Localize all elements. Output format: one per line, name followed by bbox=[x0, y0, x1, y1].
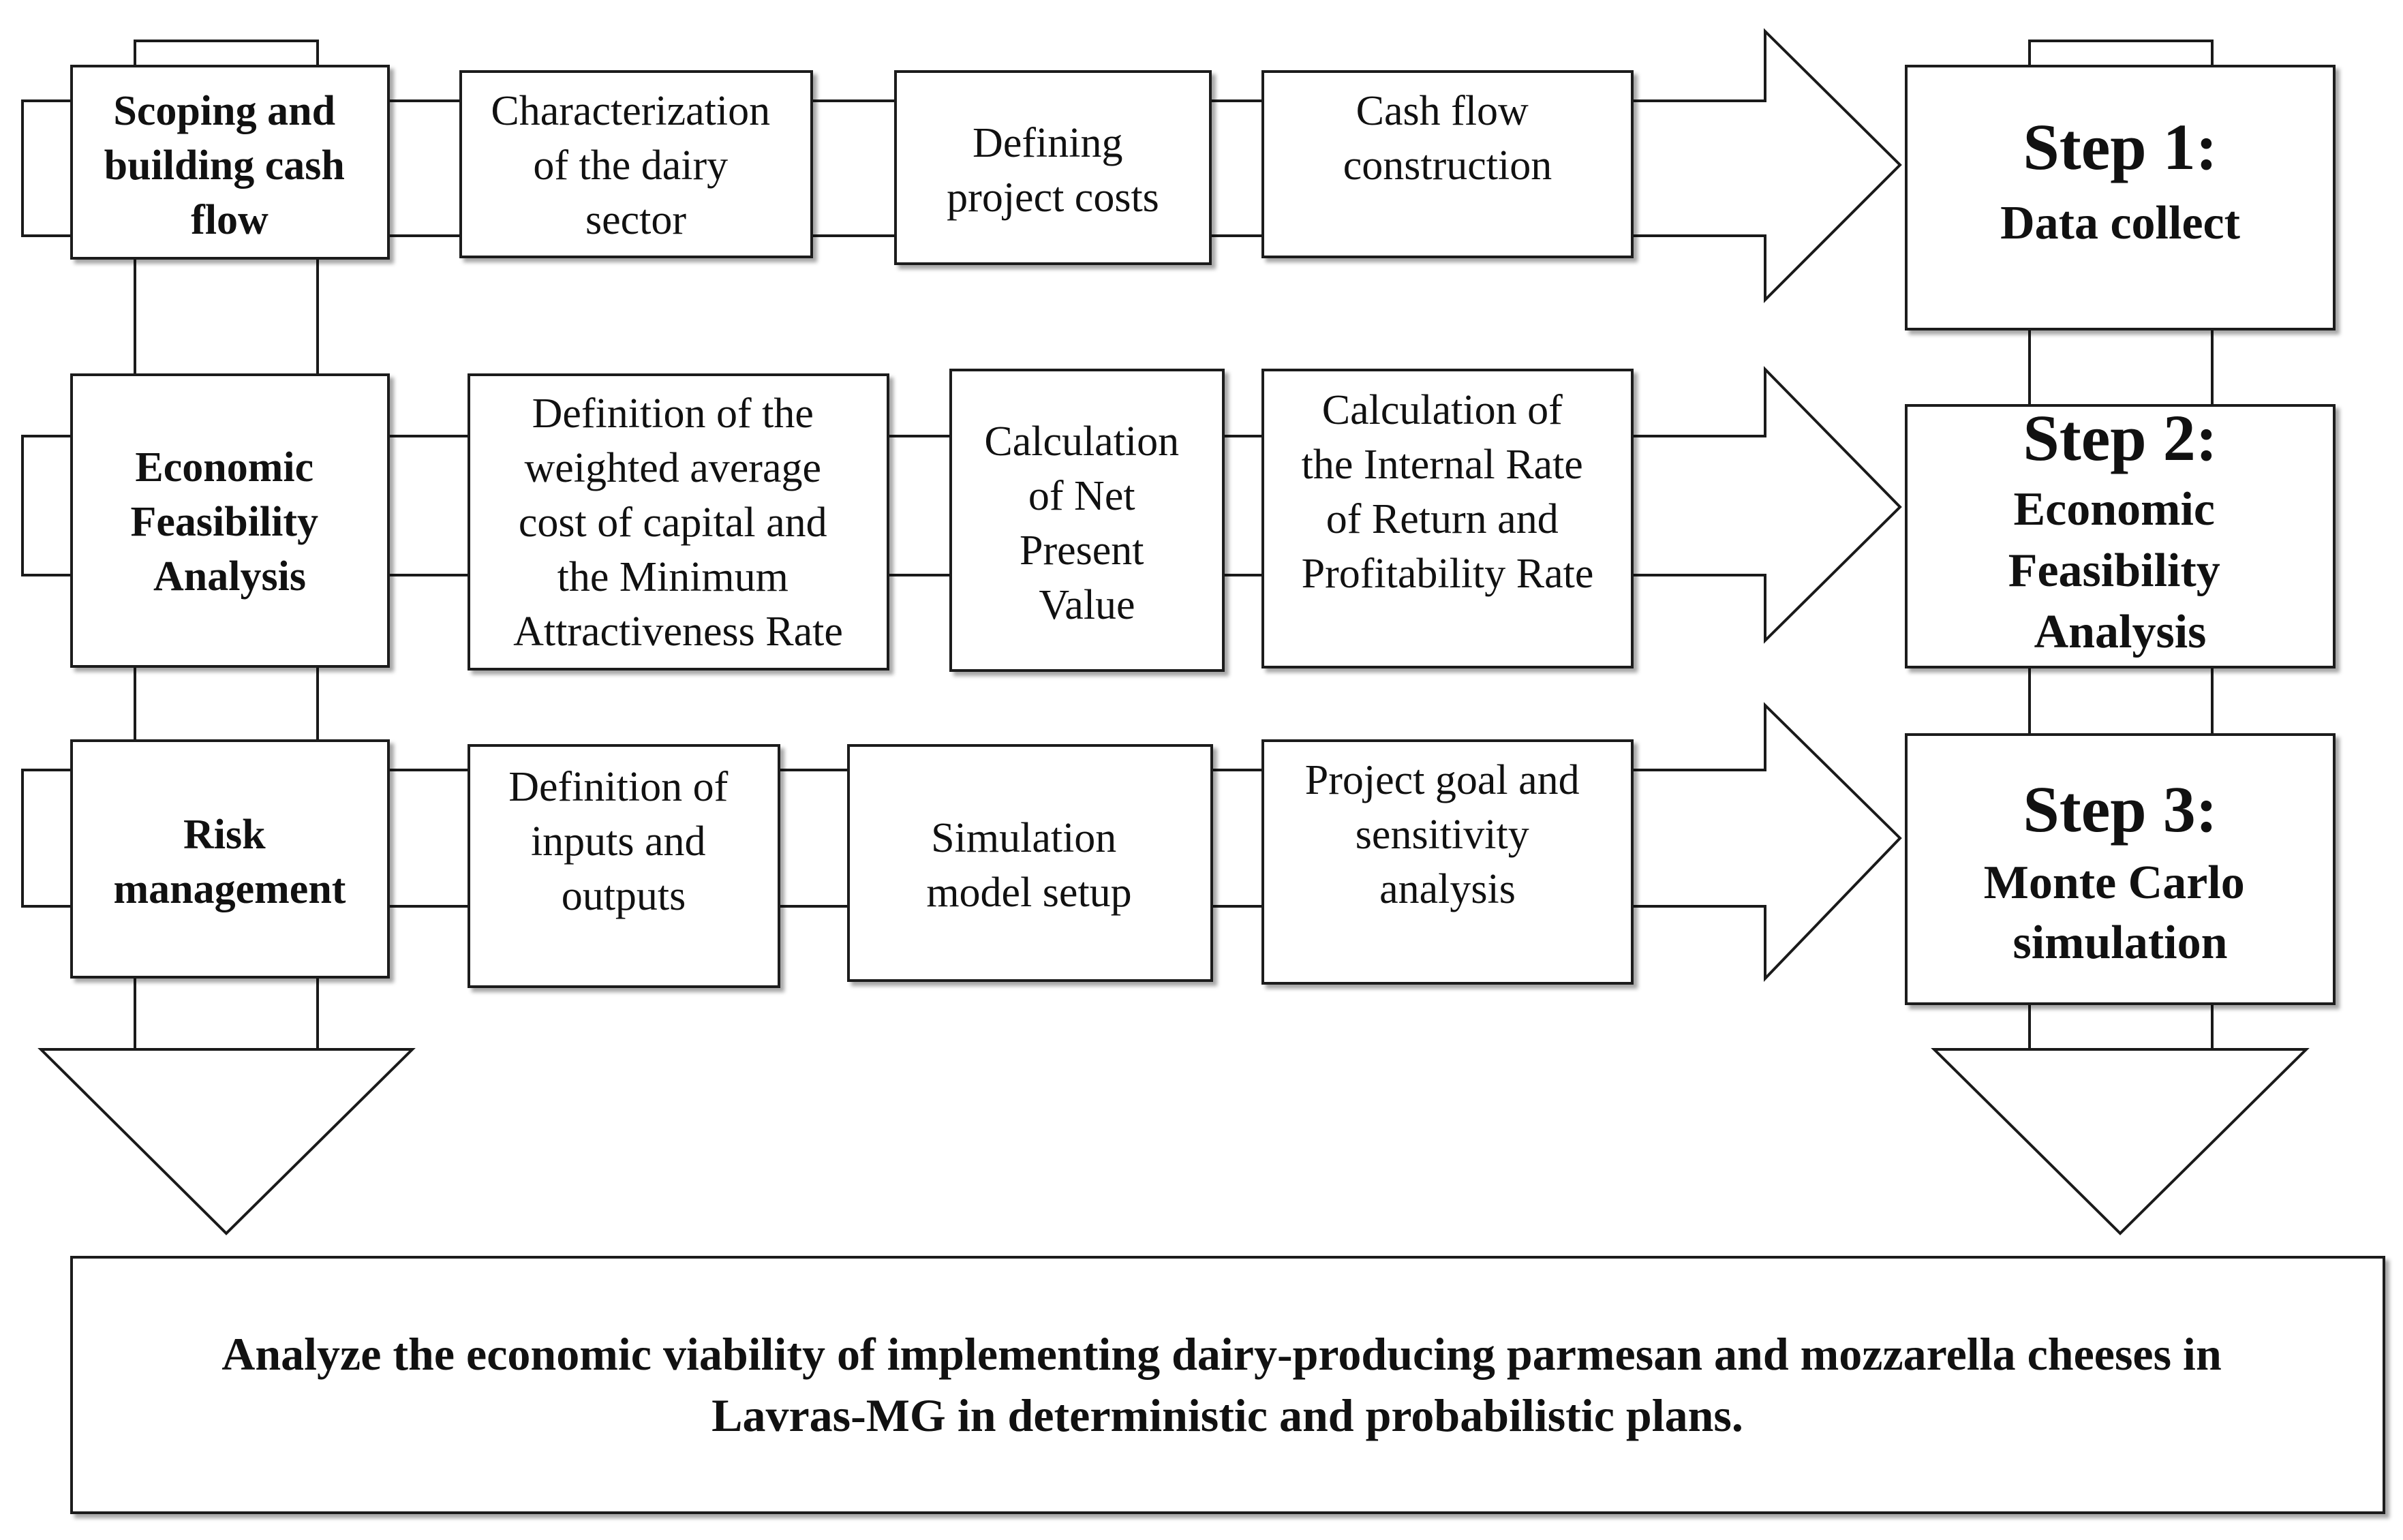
step-title-1: Step 1: bbox=[2023, 110, 2217, 183]
row-2: Economic Feasibility Analysis Definition… bbox=[70, 369, 2336, 672]
row-1: Scoping and building cash flow Character… bbox=[70, 65, 2336, 330]
category-box-scoping bbox=[70, 65, 390, 260]
right-down-arrow bbox=[1931, 1048, 2310, 1235]
task-label-irr: Calculation of the Internal Rate of Retu… bbox=[1302, 387, 1594, 597]
task-box-wacc bbox=[468, 373, 889, 671]
task-box-irr bbox=[1261, 369, 1634, 668]
task-box-simulation-setup bbox=[847, 744, 1213, 982]
task-box-cash-flow bbox=[1261, 70, 1634, 258]
category-box-economic bbox=[70, 373, 390, 668]
step-subtitle-2: Economic Feasibility Analysis bbox=[2008, 483, 2233, 658]
step-box-2 bbox=[1905, 404, 2336, 668]
category-label-scoping: Scoping and building cash flow bbox=[104, 88, 356, 243]
step-subtitle-1: Data collect bbox=[2000, 197, 2240, 249]
task-box-sensitivity bbox=[1261, 739, 1634, 985]
left-down-arrow bbox=[37, 1048, 416, 1235]
task-label-npv: Calculation of Net Present Value bbox=[984, 418, 1189, 628]
goal-box bbox=[70, 1256, 2385, 1514]
step-subtitle-3: Monte Carlo simulation bbox=[1984, 857, 2256, 969]
goal-text: Analyze the economic viability of implem… bbox=[221, 1328, 2233, 1441]
task-box-npv bbox=[949, 369, 1225, 672]
task-label-wacc: Definition of the weighted average cost … bbox=[513, 390, 843, 655]
category-label-risk: Risk management bbox=[114, 812, 346, 912]
task-label-inputs-outputs: Definition of inputs and outputs bbox=[508, 764, 739, 919]
task-box-inputs-outputs bbox=[468, 744, 780, 988]
task-box-project-costs bbox=[894, 70, 1212, 265]
task-label-cash-flow: Cash flow construction bbox=[1343, 88, 1552, 189]
step-title-2: Step 2: bbox=[2023, 401, 2217, 474]
task-label-simulation-setup: Simulation model setup bbox=[926, 815, 1131, 916]
task-label-characterization: Characterization of the dairy sector bbox=[491, 88, 780, 243]
category-box-risk bbox=[70, 739, 390, 979]
row-3: Risk management Definition of inputs and… bbox=[70, 733, 2336, 1005]
task-label-sensitivity: Project goal and sensitivity analysis bbox=[1305, 757, 1590, 912]
task-label-project-costs: Defining project costs bbox=[947, 120, 1159, 221]
category-label-economic: Economic Feasibility Analysis bbox=[130, 444, 328, 600]
task-box-characterization bbox=[459, 70, 813, 258]
step-box-3 bbox=[1905, 733, 2336, 1005]
goal: Analyze the economic viability of implem… bbox=[70, 1256, 2385, 1514]
step-title-3: Step 3: bbox=[2023, 773, 2217, 846]
step-box-1 bbox=[1905, 65, 2336, 330]
